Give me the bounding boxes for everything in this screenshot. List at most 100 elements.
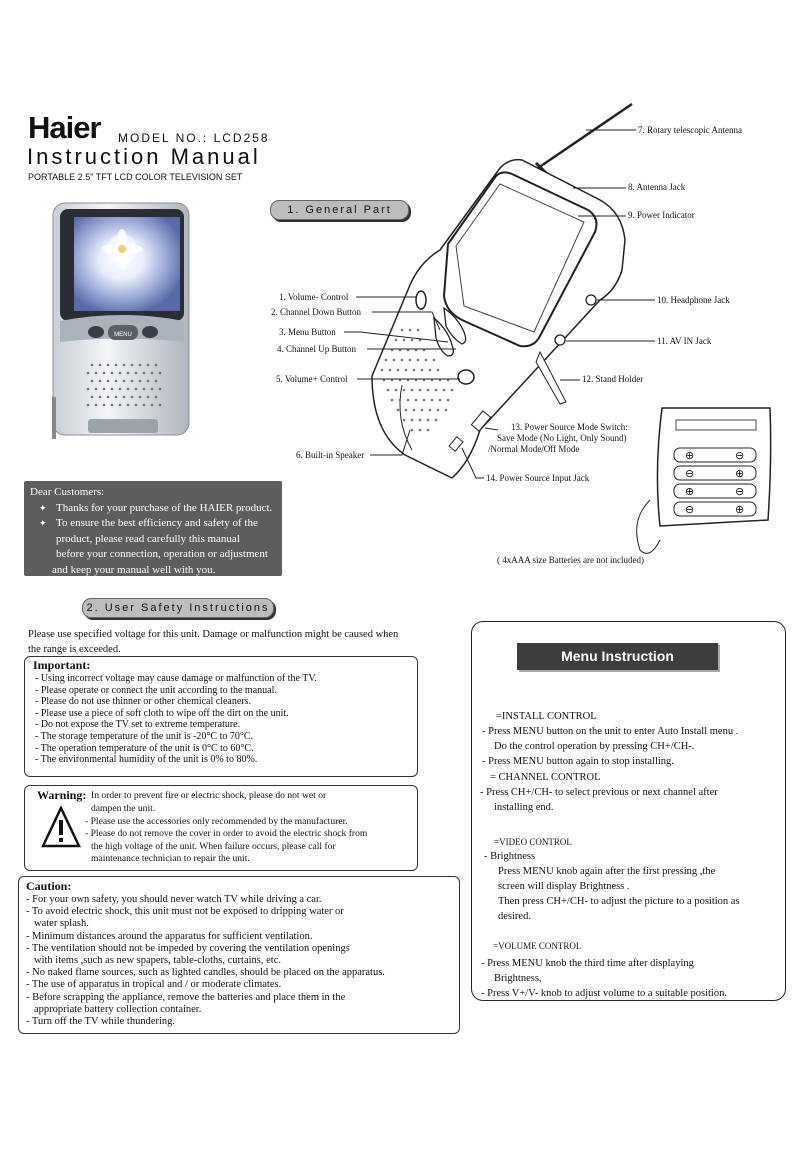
- warning-line: the high voltage of the unit. When failu…: [91, 841, 336, 852]
- important-item: - Please use a piece of soft cloth to wi…: [35, 707, 289, 719]
- warning-line: maintenance technician to repair the uni…: [91, 853, 250, 864]
- video-control-heading: =VIDEO CONTROL: [494, 837, 572, 847]
- section-user-safety: 2. User Safety Instructions: [82, 598, 274, 618]
- warning-line: dampen the unit.: [91, 803, 156, 814]
- label-channel-down: 2. Channel Down Button: [271, 307, 361, 317]
- video-line-1: - Brightness: [484, 851, 536, 862]
- label-headphone-jack: 10. Headphone Jack: [657, 295, 730, 305]
- bullet-icon: ✦: [39, 518, 47, 528]
- safety-intro: Please use specified voltage for this un…: [28, 627, 438, 657]
- channel-line-2: installing end.: [494, 802, 554, 813]
- caution-item: - Minimum distances around the apparatus…: [26, 930, 313, 942]
- page-title: Instruction Manual: [27, 144, 261, 169]
- label-antenna: 7. Rotary telescopic Antenna: [638, 125, 742, 135]
- warning-box: Warning: In order to prevent fire or ele…: [24, 785, 418, 871]
- svg-text:⊕: ⊕: [735, 468, 744, 480]
- svg-text:⊕: ⊕: [685, 486, 694, 498]
- label-antenna-jack: 8. Antenna Jack: [628, 182, 686, 192]
- model-number: MODEL NO.: LCD258: [118, 131, 270, 145]
- channel-line-1: - Press CH+/CH- to select previous or ne…: [480, 787, 718, 798]
- important-heading: Important:: [33, 658, 91, 672]
- product-subtitle: PORTABLE 2.5" TFT LCD COLOR TELEVISION S…: [28, 172, 243, 182]
- dear-line-3: product, please read carefully this manu…: [56, 532, 240, 545]
- av-in-jack: [554, 334, 566, 346]
- antenna-rod: [537, 102, 633, 170]
- tv-diagram: ⊕ ⊖ ⊖ ⊕ ⊕ ⊖ ⊖ ⊕: [344, 102, 772, 554]
- caution-item: - No naked flame sources, such as lighte…: [26, 967, 385, 979]
- safety-intro-line-2: the range is exceeded.: [28, 644, 121, 655]
- caution-heading: Caution:: [26, 879, 72, 893]
- video-line-3: screen will display Brightness .: [498, 881, 630, 892]
- dear-heading: Dear Customers:: [30, 486, 105, 498]
- menu-instruction-title: Menu Instruction: [517, 643, 718, 670]
- label-power-mode-switch: 13. Power Source Mode Switch:: [511, 422, 628, 432]
- dear-line-2: To ensure the best efficiency and safety…: [56, 517, 258, 529]
- svg-text:⊖: ⊖: [685, 468, 694, 480]
- caution-item: - Turn off the TV while thundering.: [26, 1016, 176, 1028]
- brand-logo: Haier: [28, 110, 102, 145]
- section-general-part: 1. General Part: [270, 200, 409, 220]
- install-line-3: - Press MENU button again to stop instal…: [482, 756, 674, 767]
- caution-item: with items ,such as new spapers, table-c…: [34, 955, 281, 967]
- install-control-heading: =INSTALL CONTROL: [496, 711, 597, 722]
- safety-intro-line-1: Please use specified voltage for this un…: [28, 629, 399, 640]
- svg-text:⊖: ⊖: [685, 504, 694, 516]
- caution-item: - Before scrapping the appliance, remove…: [26, 991, 346, 1003]
- label-speaker: 6. Built-in Speaker: [296, 450, 365, 460]
- dear-line-1: Thanks for your purchase of the HAIER pr…: [56, 501, 273, 514]
- channel-control-heading: = CHANNEL CONTROL: [490, 772, 601, 783]
- volume-line-2: Brightness,: [494, 973, 542, 984]
- dear-line-5: and keep your manual well with you.: [52, 563, 216, 576]
- label-normal-mode: /Normal Mode/Off Mode: [488, 444, 580, 454]
- caution-item: - The use of apparatus in tropical and /…: [26, 979, 282, 991]
- video-line-2: Press MENU knob again after the first pr…: [498, 866, 716, 877]
- label-save-mode: Save Mode (No Light, Only Sound): [497, 433, 627, 443]
- caution-item: - For your own safety, you should never …: [26, 894, 322, 905]
- video-line-4: Then press CH+/CH- to adjust the picture…: [498, 896, 740, 907]
- important-item: - The operation temperature of the unit …: [35, 742, 254, 754]
- install-line-1: - Press MENU button on the unit to enter…: [482, 726, 739, 737]
- power-mode-switch: [470, 410, 492, 432]
- caution-item: water splash.: [34, 918, 89, 930]
- volume-control-heading: =VOLUME CONTROL: [493, 941, 582, 951]
- important-item: - Please do not use thinner or other che…: [35, 696, 252, 708]
- warning-heading: Warning:: [37, 788, 87, 802]
- label-volume-minus: 1. Volume- Control: [279, 292, 349, 302]
- important-box: Important: - Using incorrect voltage may…: [24, 656, 418, 777]
- caution-item: - The ventilation should not be impeded …: [26, 942, 350, 954]
- important-item: - The storage temperature of the unit is…: [35, 730, 254, 742]
- install-line-2: Do the control operation by pressing CH+…: [494, 741, 695, 752]
- warning-line: - Please do not remove the cover in orde…: [85, 828, 368, 839]
- volume-minus-control: [415, 290, 427, 310]
- label-menu-button: 3. Menu Button: [279, 327, 336, 337]
- caution-item: - To avoid electric shock, this unit mus…: [26, 906, 344, 918]
- warning-line: In order to prevent fire or electric sho…: [91, 790, 327, 801]
- label-channel-up: 4. Channel Up Button: [277, 344, 356, 354]
- battery-note: ( 4xAAA size Batteries are not included): [497, 555, 644, 565]
- label-volume-plus: 5. Volume+ Control: [276, 374, 348, 384]
- important-item: - Do not expose the TV set to extreme te…: [35, 719, 241, 731]
- svg-text:⊖: ⊖: [735, 450, 744, 462]
- menu-instruction-box: [471, 621, 786, 1001]
- important-item: - The environmental humidity of the unit…: [35, 754, 258, 766]
- caution-item: appropriate battery collection container…: [34, 1003, 202, 1015]
- svg-text:⊕: ⊕: [685, 450, 694, 462]
- volume-line-3: - Press V+/V- knob to adjust volume to a…: [481, 988, 727, 999]
- important-item: - Using incorrect voltage may cause dama…: [35, 673, 317, 684]
- warning-triangle-icon: [41, 806, 81, 848]
- power-input-jack: [448, 436, 464, 452]
- warning-line: - Please use the accessories only recomm…: [85, 816, 348, 827]
- svg-text:⊕: ⊕: [735, 504, 744, 516]
- headphone-jack: [585, 294, 597, 306]
- device-photo: MENU: [52, 202, 190, 439]
- video-line-5: desired.: [498, 911, 531, 922]
- caution-box: Caution: - For your own safety, you shou…: [18, 876, 460, 1034]
- volume-line-1: - Press MENU knob the third time after d…: [481, 958, 694, 969]
- label-av-in-jack: 11. AV IN Jack: [657, 336, 712, 346]
- label-stand-holder: 12. Stand Holder: [582, 374, 644, 384]
- stand-holder: [535, 350, 567, 405]
- label-power-indicator: 9. Power Indicator: [628, 210, 695, 220]
- tv-screen: [442, 171, 598, 348]
- svg-text:⊖: ⊖: [735, 486, 744, 498]
- important-item: - Please operate or connect the unit acc…: [35, 684, 277, 696]
